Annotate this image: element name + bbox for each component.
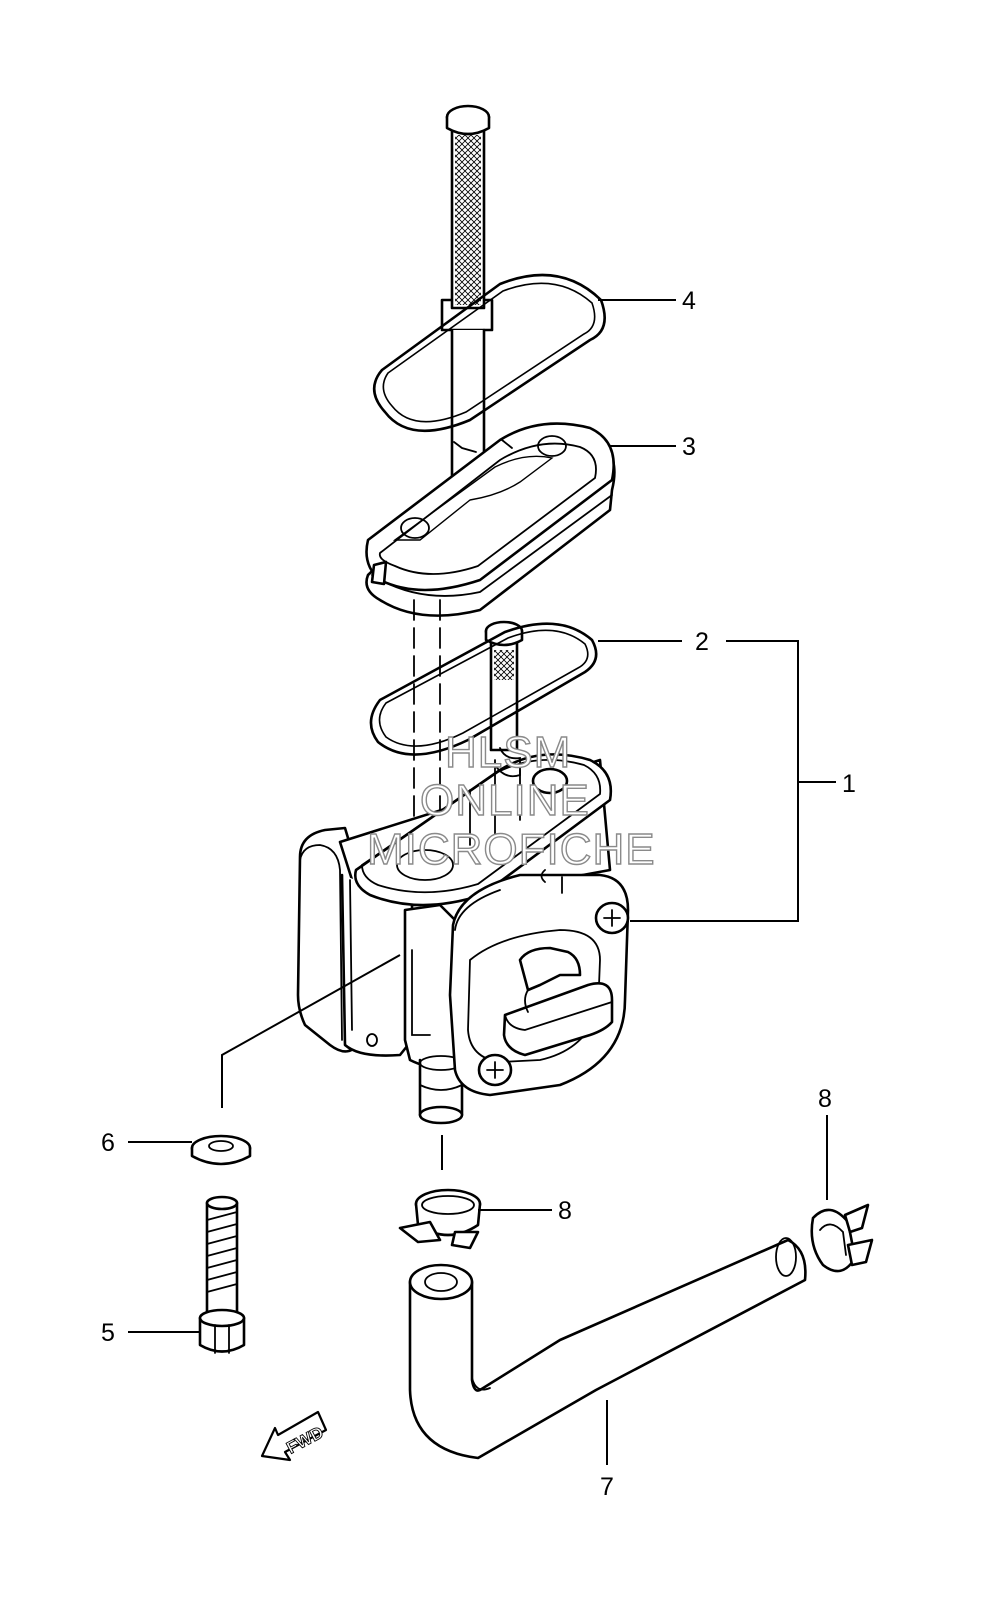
callout-4: 4 xyxy=(682,287,696,315)
watermark: HLSM ONLINE MICROFICHE xyxy=(366,727,656,874)
callout-6: 6 xyxy=(101,1129,115,1157)
clamp-right xyxy=(810,1203,874,1273)
fwd-direction-arrow: FWD xyxy=(260,1410,328,1462)
clamp-upper xyxy=(398,1188,482,1250)
callouts: 4 3 2 1 6 5 8 8 7 xyxy=(101,287,856,1501)
callout-8-lower: 8 xyxy=(558,1197,572,1225)
callout-8-upper: 8 xyxy=(818,1085,832,1113)
watermark-line-3: MICROFICHE xyxy=(367,825,656,874)
o-ring-small xyxy=(369,622,598,756)
washer xyxy=(190,1134,252,1166)
watermark-line-2: ONLINE xyxy=(420,776,590,825)
gasket xyxy=(365,422,616,617)
callout-1: 1 xyxy=(842,770,856,798)
callout-5: 5 xyxy=(101,1319,115,1347)
callout-3: 3 xyxy=(682,433,696,461)
fuel-valve-body xyxy=(296,599,630,1125)
o-ring-large xyxy=(372,273,606,433)
fuel-hose xyxy=(408,1237,807,1460)
bolt xyxy=(198,1195,246,1354)
leader-lines xyxy=(128,299,836,1465)
callout-2: 2 xyxy=(695,628,709,656)
watermark-line-1: HLSM xyxy=(445,728,571,777)
callout-7: 7 xyxy=(600,1473,614,1501)
